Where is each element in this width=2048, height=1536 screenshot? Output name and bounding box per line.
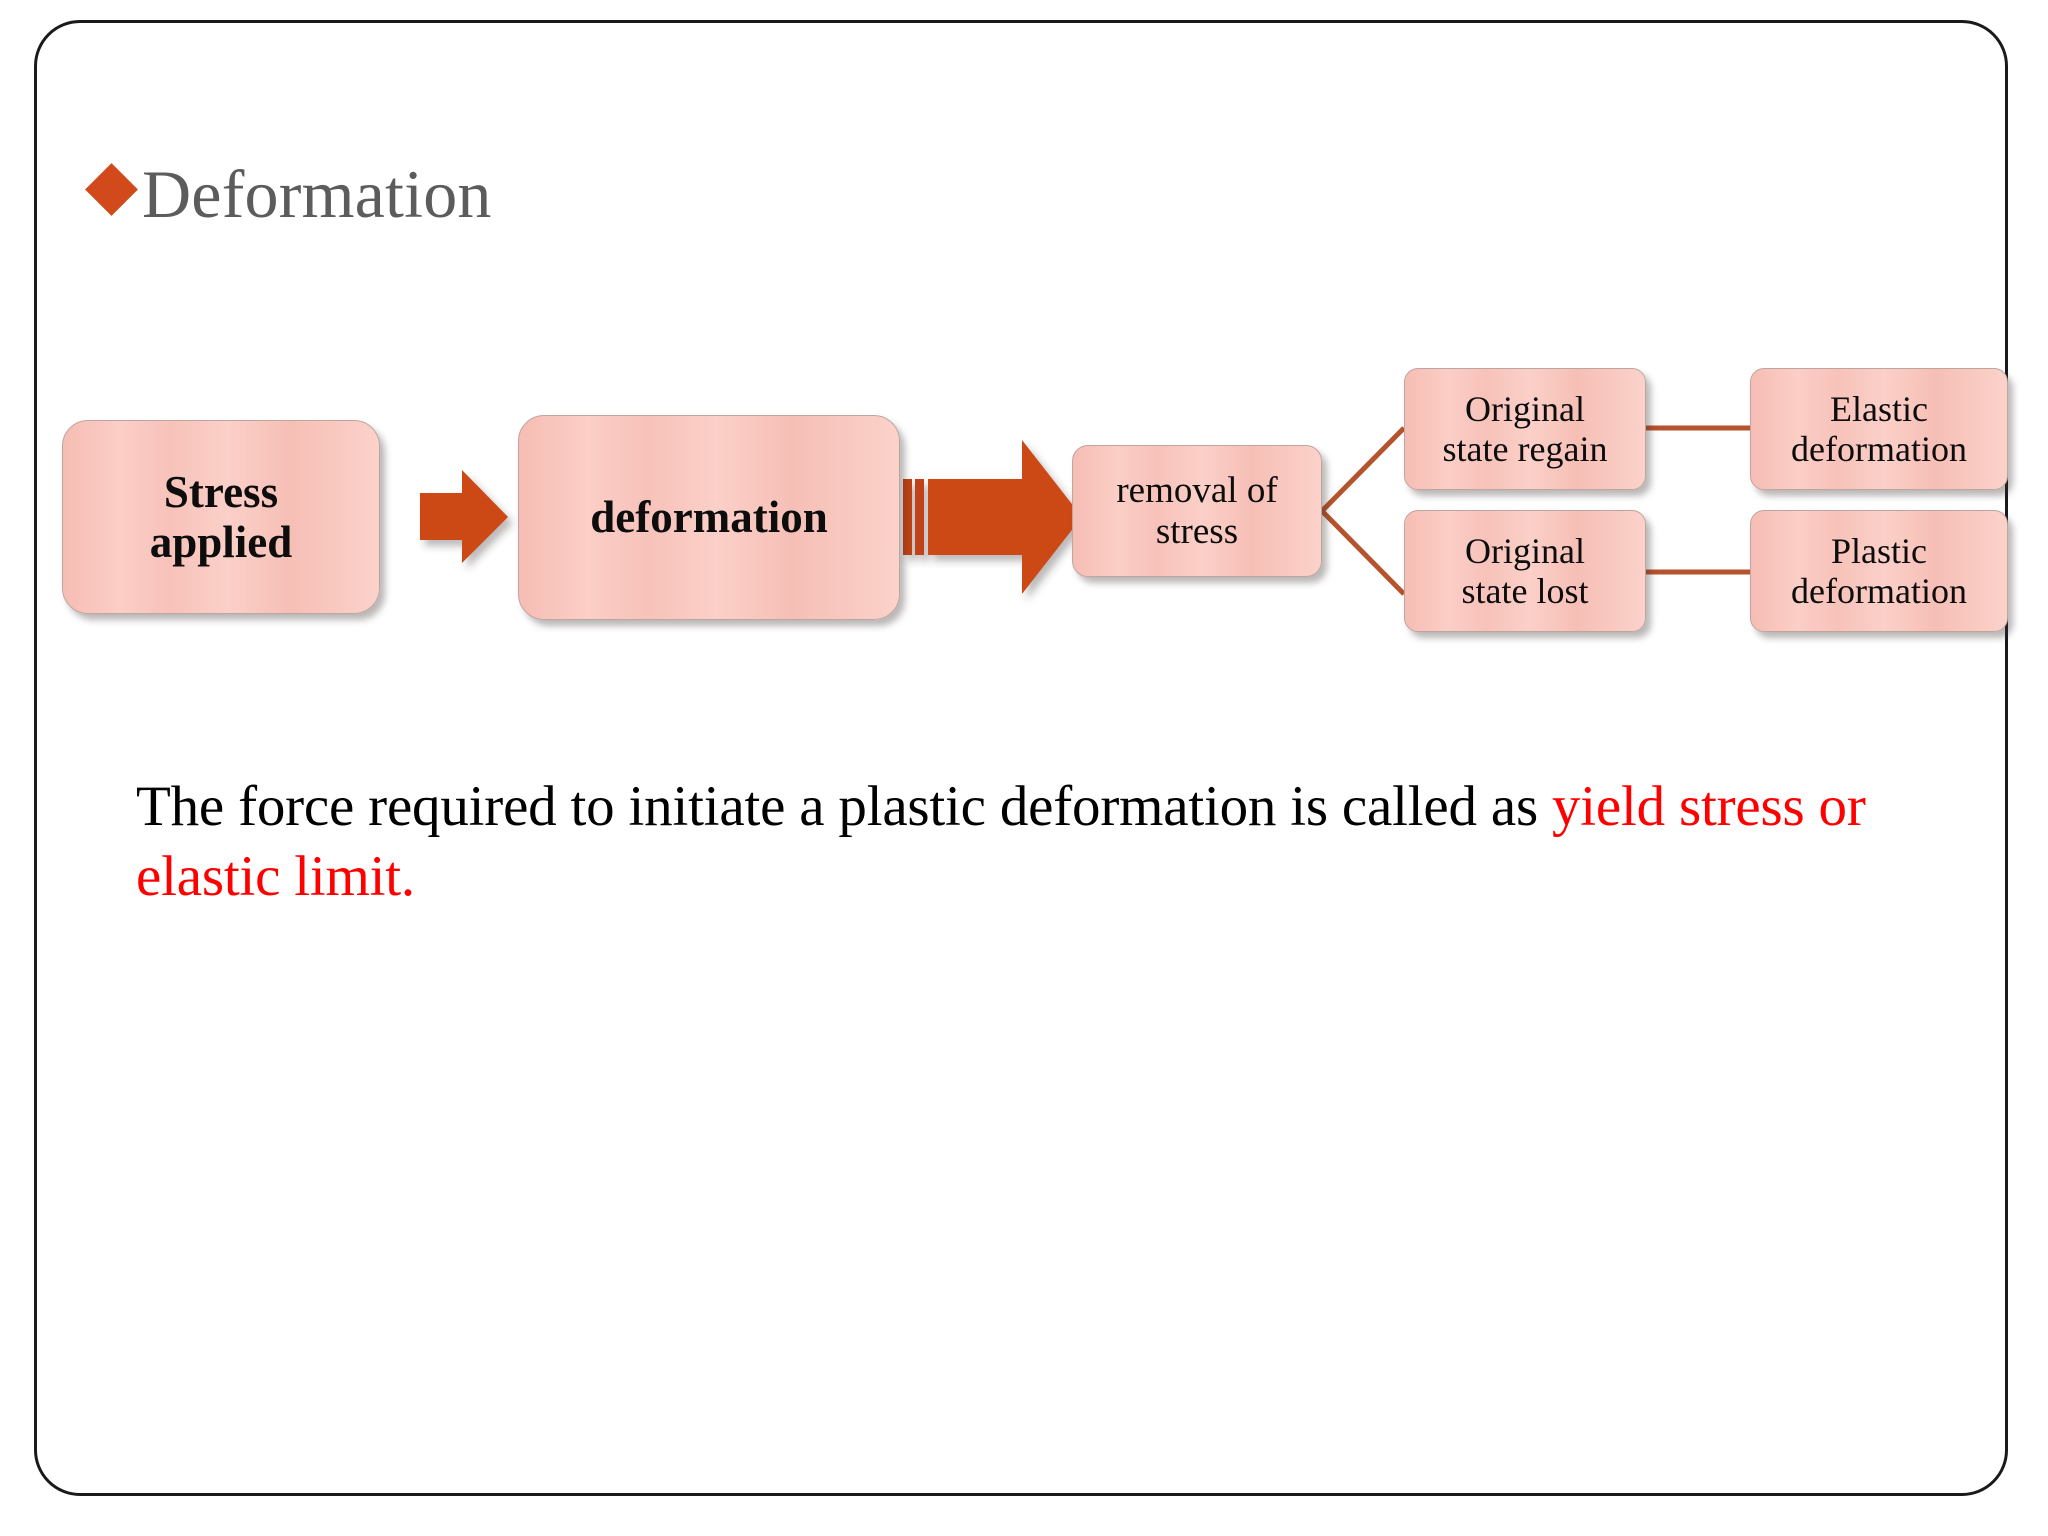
- body-text-highlight-yield-stress: yield stress: [1551, 775, 1805, 838]
- flow-box-original-state-lost[interactable]: Original state lost: [1404, 510, 1646, 632]
- flow-box-deformation-label: deformation: [590, 492, 828, 543]
- flow-box-deformation[interactable]: deformation: [518, 415, 900, 620]
- flow-box-removal-line1: removal of: [1116, 469, 1278, 511]
- flow-box-elastic-line2: deformation: [1791, 429, 1967, 469]
- body-text-normal: The force required to initiate a plastic…: [136, 775, 1552, 838]
- arrow-deformation-to-removal: [903, 440, 1082, 594]
- flow-box-stress-applied-line2: applied: [149, 517, 293, 567]
- flow-box-plastic-line1: Plastic: [1831, 530, 1927, 571]
- branch-removal-to-lost: [1320, 509, 1406, 596]
- body-text-highlight-elastic-limit: or elastic limit.: [136, 775, 1866, 908]
- body-bullet-item: The force required to initiate a plastic…: [82, 715, 2018, 969]
- page-title-text: Deformation: [142, 156, 492, 232]
- flow-box-elastic-deformation[interactable]: Elastic deformation: [1750, 368, 2008, 490]
- arrow-stress-to-deformation: [420, 470, 508, 563]
- flow-box-regain-line2: state regain: [1442, 429, 1608, 469]
- flow-box-stress-applied[interactable]: Stress applied: [62, 420, 380, 614]
- flow-box-lost-line2: state lost: [1461, 571, 1589, 611]
- branch-removal-to-regain: [1320, 426, 1406, 513]
- page-title: Deformation: [85, 156, 492, 232]
- flow-box-original-state-regain[interactable]: Original state regain: [1404, 368, 1646, 490]
- flow-box-elastic-line1: Elastic: [1830, 388, 1928, 429]
- flow-box-lost-line1: Original: [1465, 530, 1585, 571]
- round-bullet-icon: [82, 715, 136, 759]
- flow-box-plastic-deformation[interactable]: Plastic deformation: [1750, 510, 2008, 632]
- flow-box-removal-of-stress[interactable]: removal of stress: [1072, 445, 1322, 577]
- flow-box-plastic-line2: deformation: [1791, 571, 1967, 611]
- flow-box-stress-applied-line1: Stress: [163, 466, 279, 517]
- flow-box-removal-line2: stress: [1155, 511, 1239, 552]
- flow-box-regain-line1: Original: [1465, 388, 1585, 429]
- body-paragraph: The force required to initiate a plastic…: [136, 772, 2018, 912]
